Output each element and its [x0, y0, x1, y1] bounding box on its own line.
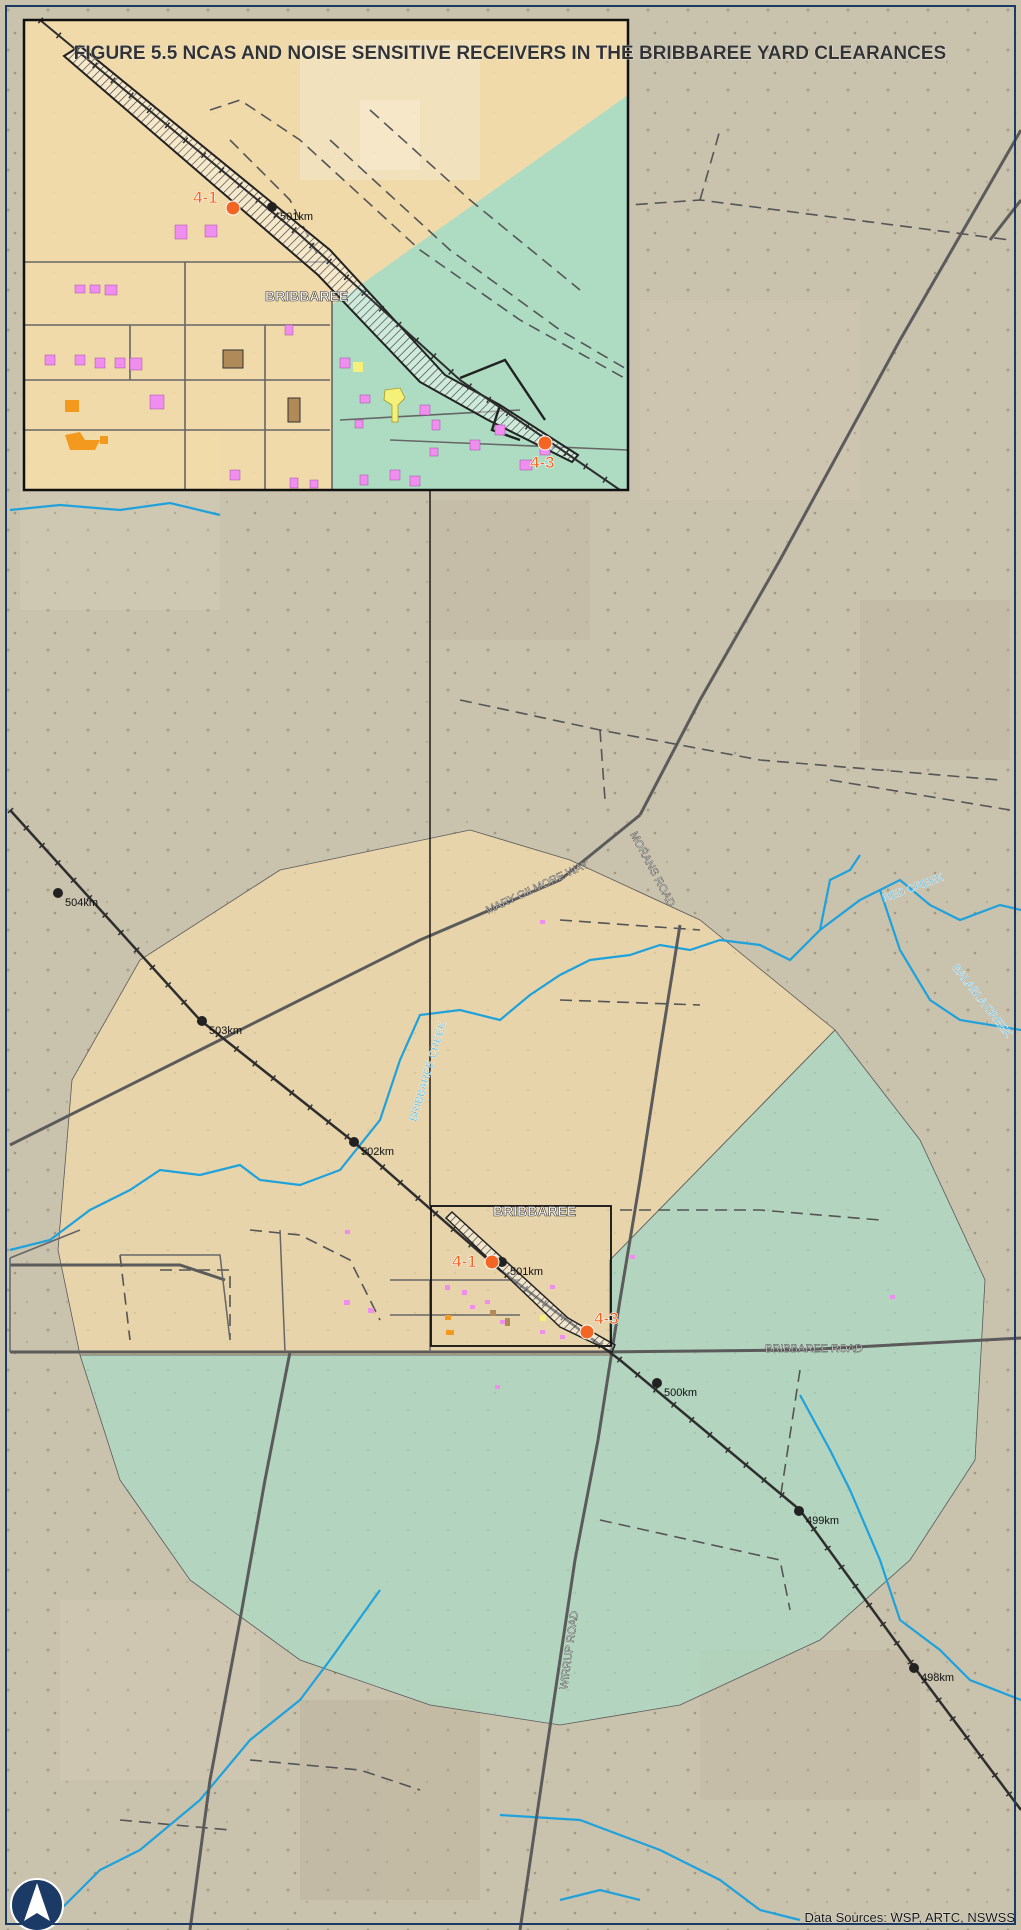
inset-chainage-point	[267, 202, 277, 212]
bribbaree-road	[10, 1336, 1021, 1354]
chainage-label-498: 498km	[921, 1672, 954, 1684]
inset-green-zone	[332, 95, 628, 490]
map-frame	[5, 5, 1016, 1925]
receiver-label-4-1: 4-1	[452, 1252, 477, 1271]
receiver-point-4-1	[484, 1254, 500, 1270]
inset-receiver-point-4-1	[225, 200, 241, 216]
chainage-point-498	[909, 1663, 919, 1673]
mary-gilmore-way	[9, 813, 641, 1147]
morans-road	[638, 129, 1021, 816]
inset-town-label: BRIBBAREE	[265, 288, 348, 304]
chainage-point-503	[197, 1016, 207, 1026]
receiver-point-4-3	[579, 1324, 595, 1340]
nca-zone-green	[79, 1029, 986, 1726]
receiver-label-4-3: 4-3	[594, 1309, 619, 1328]
chainage-point-501	[497, 1257, 507, 1267]
inset-map: 501km 4-1 4-3 BRIBBAREE	[22, 17, 630, 493]
chainage-label-501: 501km	[510, 1266, 543, 1278]
chainage-markers	[53, 888, 919, 1673]
morans-road-south	[518, 924, 682, 1930]
inset-receiver-label-4-3: 4-3	[530, 453, 555, 472]
inset-chainage-label: 501km	[280, 211, 313, 223]
chainage-labels: 504km 503km 502km 501km 500km 499km 498k…	[65, 897, 954, 1684]
inset-receiver-label-4-1: 4-1	[193, 188, 218, 207]
inset-locator	[430, 1205, 612, 1347]
receiver-points: 4-1 4-3	[452, 1252, 619, 1340]
chainage-point-499	[794, 1506, 804, 1516]
inset-receiver-point-4-3	[537, 435, 553, 451]
data-source: Data Sources: WSP, ARTC, NSWSS	[805, 1910, 1016, 1925]
rail-yard	[444, 1210, 616, 1354]
chainage-label-502: 502km	[361, 1146, 394, 1158]
chainage-point-502	[349, 1137, 359, 1147]
property-boundaries	[119, 129, 1011, 1831]
chainage-label-500: 500km	[664, 1387, 697, 1399]
noise-sensitive-receivers	[344, 920, 895, 1389]
chainage-point-500	[652, 1378, 662, 1388]
road-label-bribbaree: BRIBBAREE ROAD	[765, 1343, 863, 1355]
chainage-point-504	[53, 888, 63, 898]
north-arrow-icon	[10, 1878, 64, 1930]
town-label: BRIBBAREE	[493, 1203, 576, 1219]
chainage-label-503: 503km	[209, 1025, 242, 1037]
western-road	[188, 1351, 292, 1930]
chainage-label-504: 504km	[65, 897, 98, 909]
town-road	[10, 1263, 226, 1282]
town-streets	[9, 1229, 520, 1353]
figure-title: FIGURE 5.5 NCAS AND NOISE SENSITIVE RECE…	[74, 43, 946, 64]
chainage-label-499: 499km	[806, 1515, 839, 1527]
creeks	[9, 501, 1021, 1922]
roads	[9, 129, 1021, 1930]
